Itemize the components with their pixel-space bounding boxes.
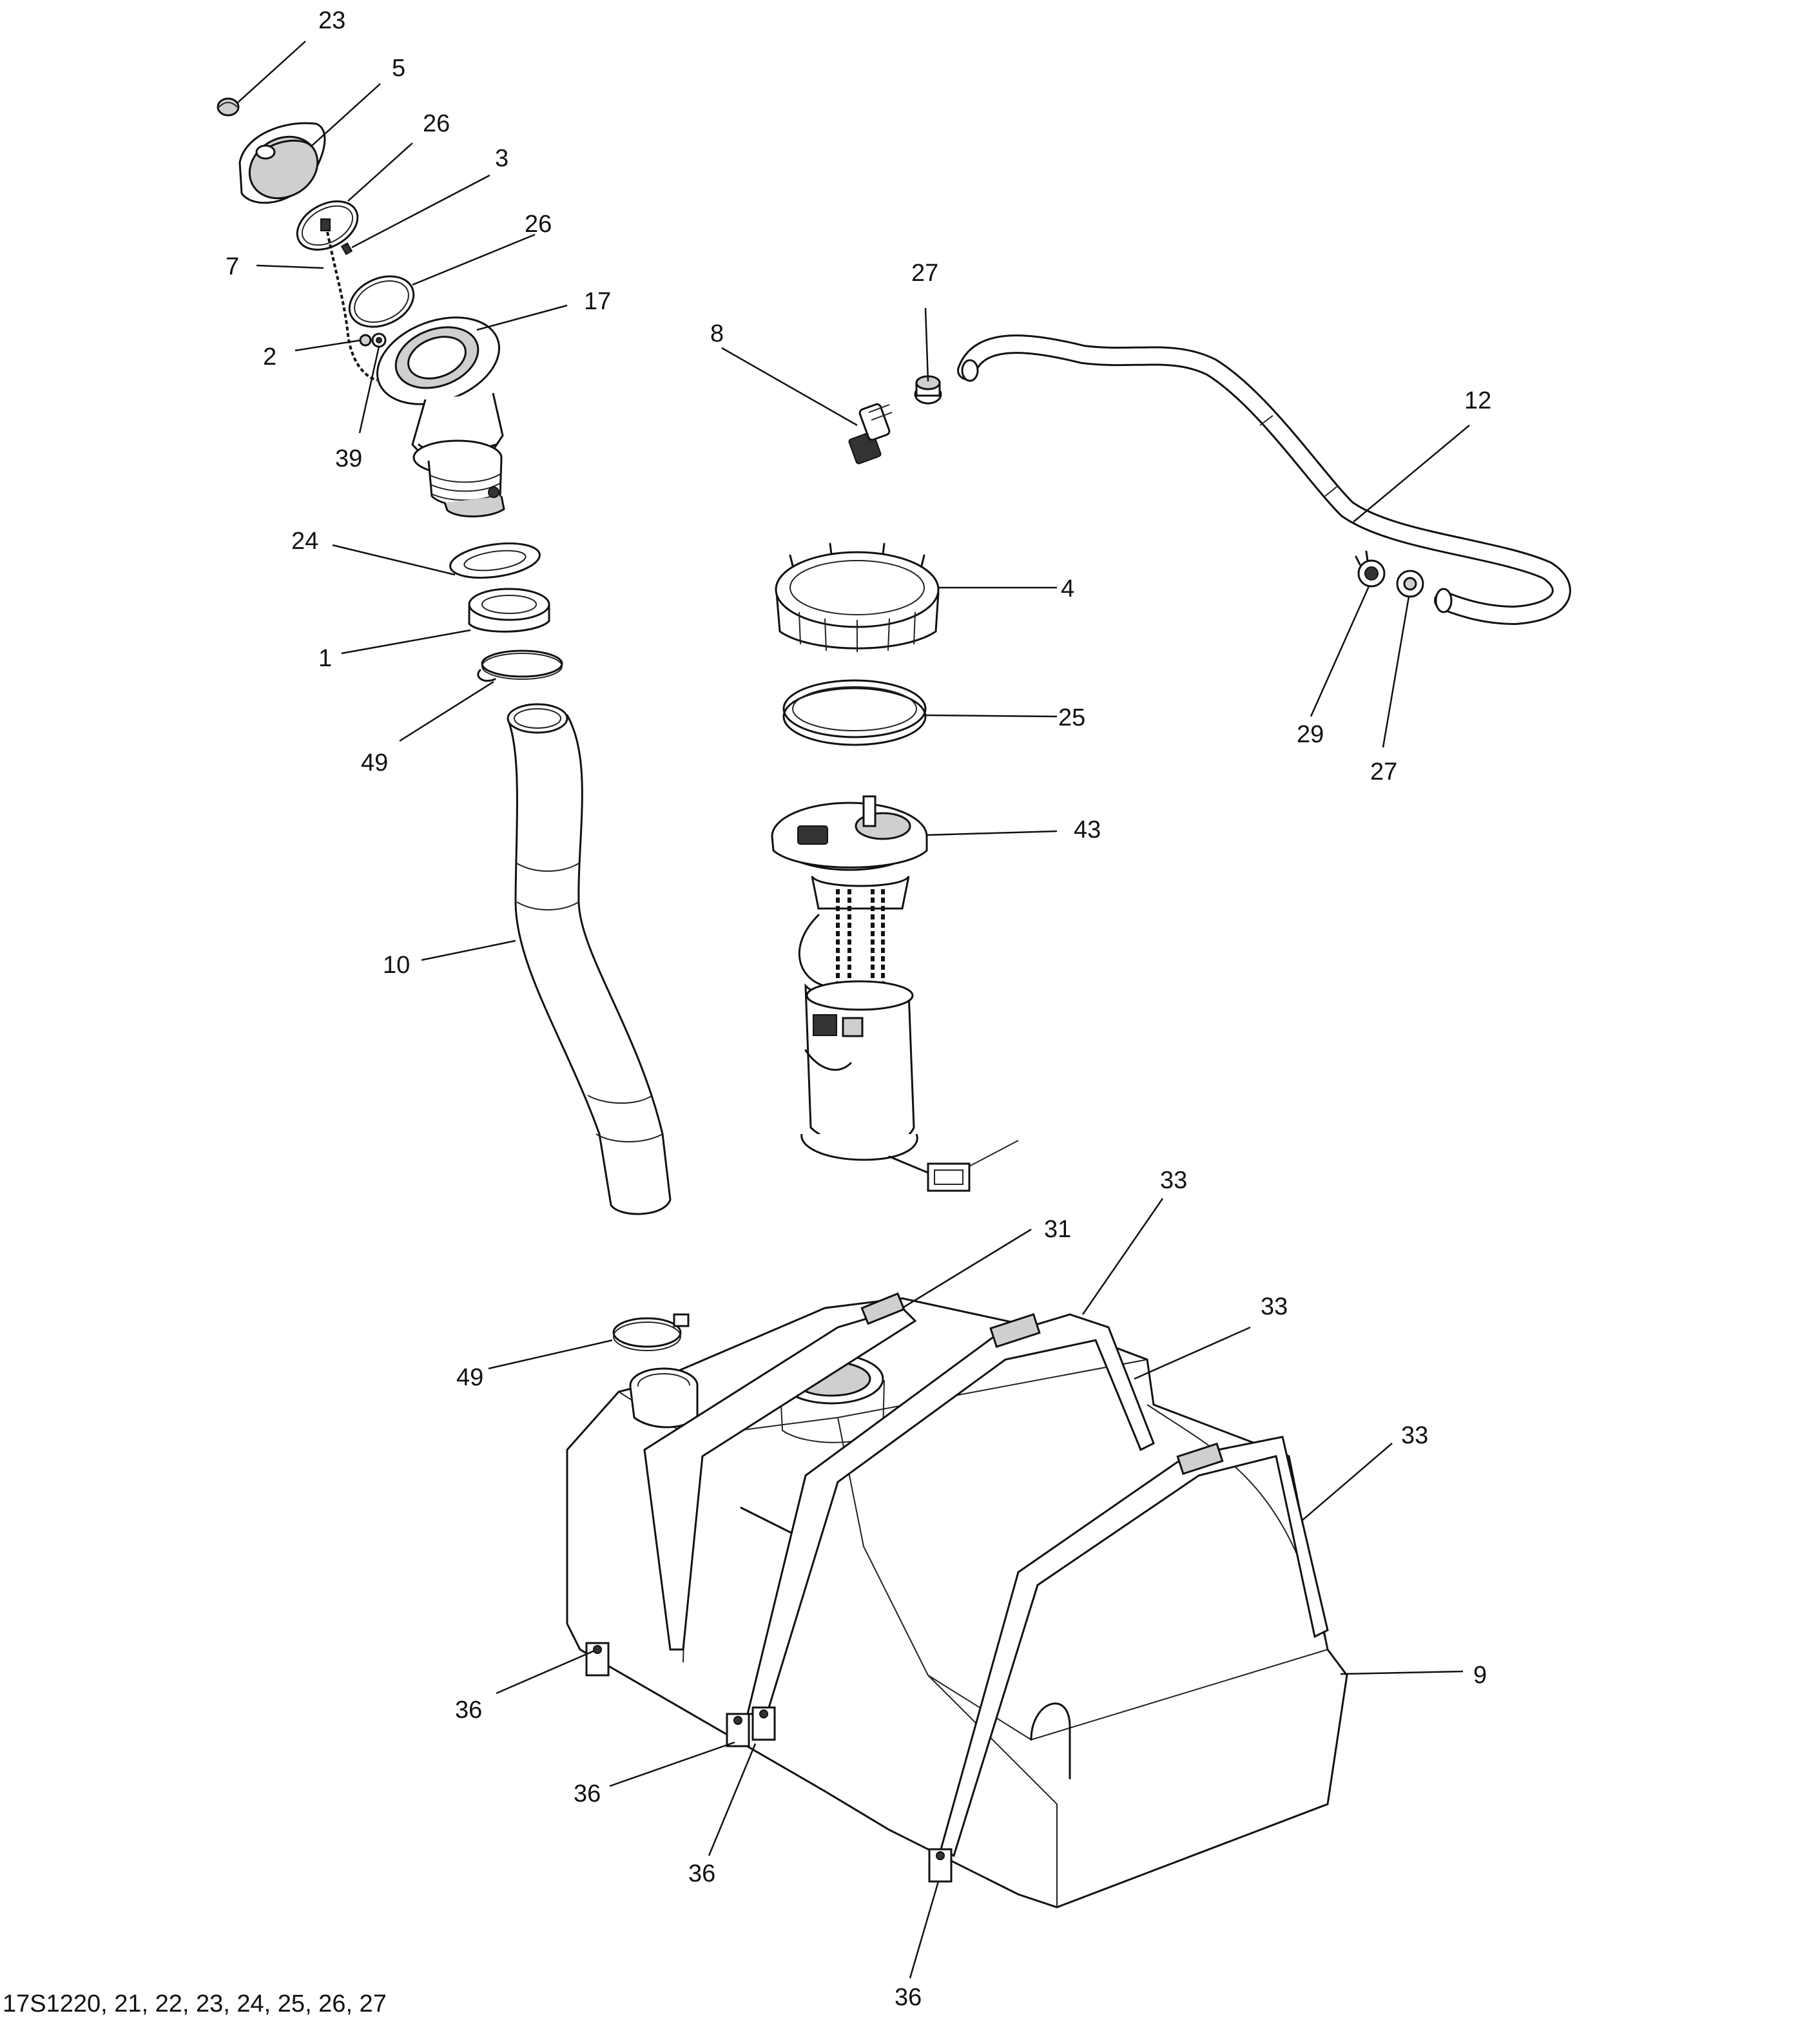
callout-4: 4 <box>1061 575 1074 602</box>
part-49-clamp-upper <box>477 649 563 682</box>
part-36-strap-end-mid-b <box>751 1706 776 1741</box>
part-25-o-ring <box>782 679 927 746</box>
callout-33: 33 <box>1160 1167 1187 1194</box>
part-39-screw <box>371 332 387 348</box>
callout-10: 10 <box>383 952 410 979</box>
callout-9: 9 <box>1473 1662 1487 1689</box>
part-36-strap-end-mid-a <box>726 1713 750 1747</box>
callout-33: 33 <box>1401 1422 1428 1449</box>
part-17-filler-neck <box>376 316 505 517</box>
callout-7: 7 <box>226 253 239 280</box>
callout-labels: 23 5 26 3 7 26 17 2 39 27 8 12 24 1 4 49… <box>226 7 1491 2011</box>
part-36-strap-end-rear <box>928 1848 953 1883</box>
callout-27: 27 <box>1370 758 1397 785</box>
callout-26: 26 <box>525 211 552 238</box>
leader-lines <box>237 41 1470 1979</box>
part-23-plug <box>217 97 240 117</box>
callout-24: 24 <box>291 528 318 555</box>
callout-36: 36 <box>455 1697 482 1724</box>
part-10-filler-hose <box>507 703 672 1215</box>
part-8-elbow-fitting <box>848 403 893 465</box>
part-3-pin <box>340 242 353 255</box>
part-5-fuel-cap <box>238 122 326 204</box>
callout-39: 39 <box>335 445 362 472</box>
drawing-reference-number: 17S1220, 21, 22, 23, 24, 25, 26, 27 <box>3 1990 387 2017</box>
callout-5: 5 <box>392 55 405 82</box>
callout-33: 33 <box>1261 1293 1288 1320</box>
callout-8: 8 <box>710 320 724 347</box>
part-9-fuel-tank <box>566 1297 1348 1909</box>
callout-1: 1 <box>318 645 332 672</box>
callout-25: 25 <box>1058 704 1085 731</box>
part-26-gasket-bottom <box>348 275 415 328</box>
callout-26: 26 <box>423 110 450 137</box>
callout-31: 31 <box>1044 1216 1071 1243</box>
callout-49: 49 <box>456 1364 483 1391</box>
part-27-clip-right <box>1396 570 1424 598</box>
callout-29: 29 <box>1297 721 1324 748</box>
callout-49: 49 <box>361 749 388 776</box>
part-29-valve <box>1355 550 1386 588</box>
callout-27: 27 <box>911 260 938 287</box>
part-43-fuel-pump-module <box>771 795 1019 1192</box>
part-4-lock-ring <box>775 543 940 652</box>
part-26-gasket-top <box>296 200 359 251</box>
callout-43: 43 <box>1074 816 1101 843</box>
part-49-clamp-lower <box>612 1313 690 1351</box>
callout-36: 36 <box>688 1860 715 1887</box>
part-24-seal <box>449 542 541 579</box>
part-31-strap <box>643 1292 917 1651</box>
part-2-washer <box>359 334 372 347</box>
callout-17: 17 <box>584 288 611 315</box>
part-27-clip-top <box>914 375 942 405</box>
callout-3: 3 <box>495 145 508 172</box>
part-36-strap-end-left <box>585 1642 610 1677</box>
callout-36: 36 <box>895 1984 922 2011</box>
callout-2: 2 <box>263 343 276 370</box>
callout-36: 36 <box>574 1780 601 1807</box>
part-1-nut <box>468 588 550 633</box>
callout-12: 12 <box>1464 387 1491 414</box>
part-12-vent-hose <box>957 334 1571 625</box>
callout-23: 23 <box>318 7 345 34</box>
part-7-chain <box>326 231 378 381</box>
